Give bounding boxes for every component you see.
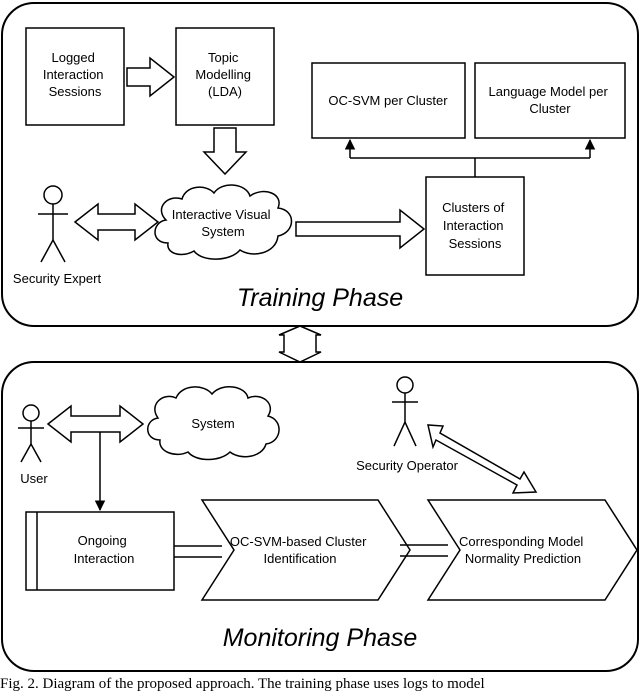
ongoing-to-identification-connector [174,545,222,558]
ongoing-interaction-box [25,511,175,591]
clusters-to-models-connector [344,138,596,177]
interactive-system-cloud [154,184,293,260]
language-model-label: Language Model per Cluster [489,84,612,116]
security-expert-label: Security Expert [13,271,102,286]
system-cloud [147,386,280,461]
security-operator-icon [392,376,418,447]
normality-prediction-label: Corresponding Model Normality Prediction [459,534,587,566]
system-label: System [191,416,234,431]
training-phase-title: Training Phase [237,284,403,312]
monitoring-phase-title: Monitoring Phase [223,624,418,652]
user-system-double-arrow [46,404,145,444]
system-to-clusters-arrow [295,208,426,250]
clusters-label: Clusters of Interaction Sessions [442,200,508,251]
approach-diagram: Logged Interaction Sessions Topic Modell… [1,2,639,672]
figure-caption: Fig. 2. Diagram of the proposed approach… [0,676,485,692]
logged-sessions-label: Logged Interaction Sessions [43,50,107,99]
ocsvm-per-cluster-box [311,62,466,139]
ocsvm-identification-chevron [200,499,411,601]
ocsvm-identification-label: OC-SVM-based Cluster Identification [230,534,370,566]
language-model-box [474,62,626,139]
ocsvm-per-cluster-label: OC-SVM per Cluster [328,93,448,108]
logged-to-topic-arrow [126,56,176,98]
security-expert-icon [38,185,68,263]
operator-prediction-double-arrow [427,424,538,494]
interactive-system-label: Interactive Visual System [172,207,274,239]
topic-modelling-box [175,27,275,126]
phases-double-arrow [278,325,322,363]
topic-to-system-arrow [202,127,248,176]
identification-to-prediction-connector [400,544,448,557]
security-operator-label: Security Operator [356,458,459,473]
ongoing-interaction-label: Ongoing Interaction [74,533,135,566]
user-icon [18,404,44,463]
normality-prediction-chevron [426,499,638,601]
logged-sessions-box [25,27,125,126]
user-label: User [20,471,48,486]
clusters-box [425,176,525,276]
topic-modelling-label: Topic Modelling (LDA) [195,50,254,99]
expert-system-double-arrow [73,202,160,242]
